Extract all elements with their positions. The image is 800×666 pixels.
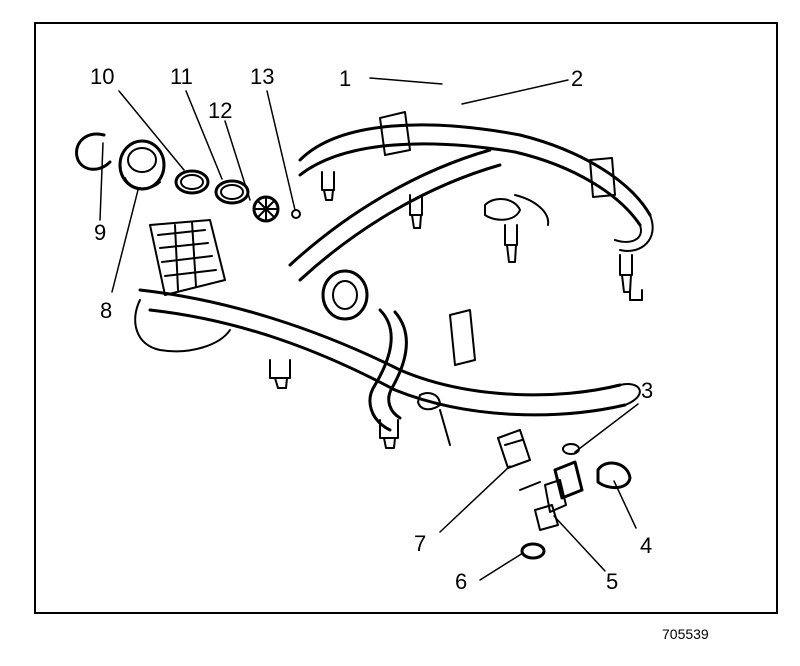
regulator-exploded-parts xyxy=(75,132,301,223)
callout-5: 5 xyxy=(606,569,619,594)
callout-13: 13 xyxy=(250,64,275,89)
callout-4: 4 xyxy=(640,533,653,558)
callout-6: 6 xyxy=(455,569,468,594)
callout-8: 8 xyxy=(100,298,113,323)
figure-id: 705539 xyxy=(662,626,709,642)
leader-lines xyxy=(99,77,639,581)
diagram-frame xyxy=(34,22,778,614)
injector-exploded-parts xyxy=(497,429,632,560)
callout-1: 1 xyxy=(339,66,352,91)
callout-12: 12 xyxy=(208,98,233,123)
callout-10: 10 xyxy=(90,64,115,89)
callout-11: 11 xyxy=(170,64,193,89)
callout-2: 2 xyxy=(571,66,584,91)
fuel-rail-assembly xyxy=(134,111,654,449)
callout-7: 7 xyxy=(414,531,427,556)
callout-3: 3 xyxy=(641,378,654,403)
callout-9: 9 xyxy=(94,220,107,245)
